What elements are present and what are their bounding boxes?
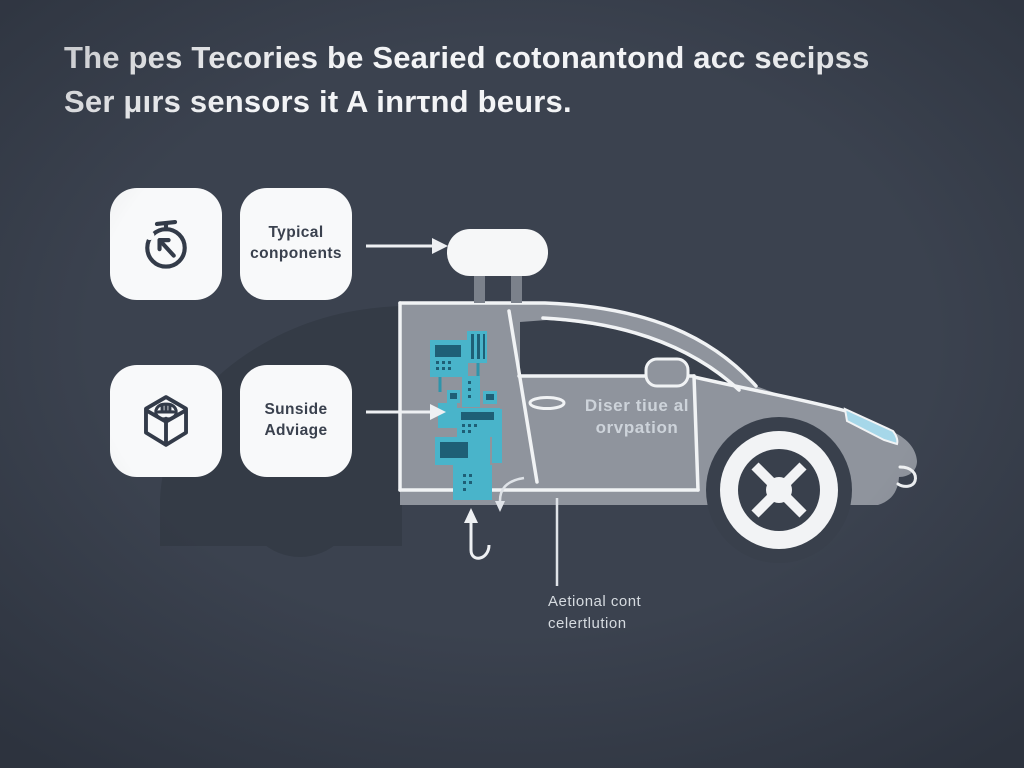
arrow-to-components (366, 404, 446, 420)
front-wheel (720, 431, 838, 549)
fog-light (896, 465, 917, 488)
card-typical-components: Typical conponents (240, 188, 352, 300)
headlight (843, 407, 899, 446)
page-title: The pes Tecories be Searied cotonantond … (64, 36, 944, 124)
title-line-1: The pes Tecories be Searied cotonantond … (64, 40, 870, 75)
bottom-annotation-label: Aetional cont celertlution (548, 593, 642, 632)
b-pillar (507, 309, 539, 484)
card-stopwatch (110, 188, 222, 300)
title-line-2: Ser μırs sensors it A inrτnd beurs. (64, 84, 572, 120)
stopwatch-notch (145, 231, 155, 241)
door-handle (528, 396, 566, 410)
brain-cube-icon (144, 395, 188, 447)
side-mirror (644, 357, 690, 388)
door-rear-edge (692, 374, 700, 492)
stopwatch-icon (145, 219, 187, 269)
roof-line (398, 301, 758, 388)
card-typical-components-label: Typical conponents (250, 224, 342, 262)
card-sunside-adviage-label: Sunside Adviage (264, 401, 328, 439)
sensor-components (430, 331, 502, 500)
door-label: Diser tiue al orvpation (584, 396, 690, 438)
card-brain-cube (110, 365, 222, 477)
card-sunside-adviage: Sunside Adviage (240, 365, 352, 477)
curved-down-arrow (495, 476, 525, 512)
beltline (692, 375, 848, 413)
arrow-to-roof-pod (366, 238, 448, 254)
window-top-line (541, 316, 741, 392)
hook-up-arrow (464, 508, 491, 560)
roof-sensor-pod (447, 229, 548, 303)
